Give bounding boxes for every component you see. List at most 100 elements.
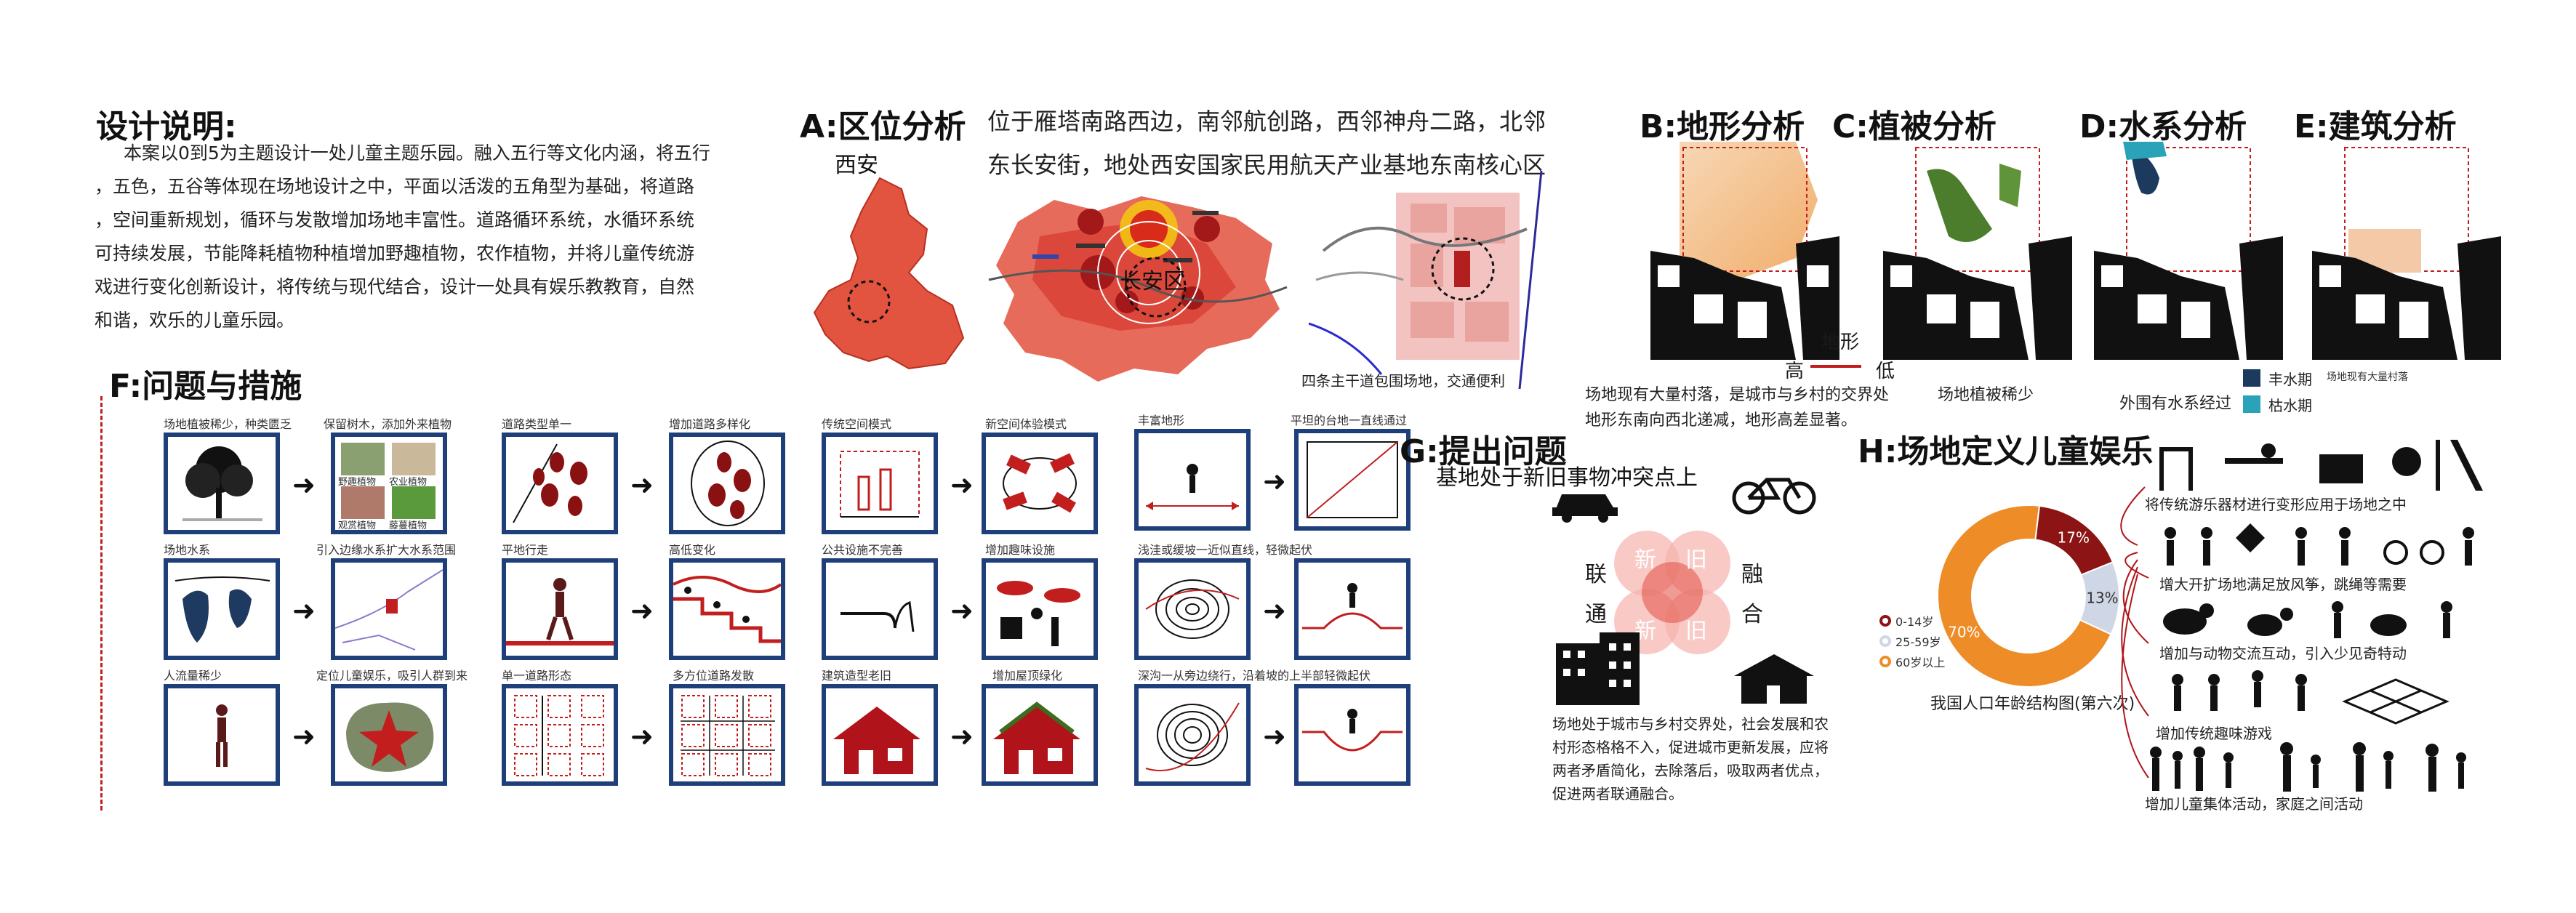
caption: 定位儿童娱乐，吸引人群到来 [316,669,468,683]
arrow: ➜ [630,720,654,752]
xian-label: 西安 [835,153,878,178]
children-note: 增加与动物交流互动，引入少见奇特动 [2159,645,2407,662]
plant-label: 藤蔓植物 [389,520,428,531]
caption: 公共设施不完善 [822,543,904,557]
arrow: ➜ [630,469,654,501]
merge-char: 融 [1741,562,1763,587]
design-description: 本案以0到5为主题设计一处儿童主题乐园。融入五行等文化内涵，将五行 ，五色，五谷… [95,137,771,337]
issue-line: 两者矛盾简化，去除落后，吸取两者优点， [1552,762,1829,779]
kite-icons [2164,523,2474,566]
measure-box-levels [669,558,785,660]
problem-box-roads [502,433,618,534]
city-map [988,196,1288,382]
measure-box-children-play [331,684,447,786]
building-icon [1556,632,1640,705]
legend-label: 60岁以上 [1895,656,1946,669]
caption: 场地植被稀少，种类匮乏 [164,417,292,431]
caption: 多方位道路发散 [673,669,755,683]
terrain-legend-low: 低 [1876,361,1895,382]
car-icon [1552,494,1618,523]
caption: 新空间体验模式 [985,417,1067,431]
bicycle-icon [1732,478,1816,515]
animal-icons [2163,601,2452,638]
terrain-caption-2: 地形东南向西北递减，地形高差显著。 [1585,411,1858,430]
measure-box-new-space [982,433,1098,534]
caption: 增加屋顶绿化 [992,669,1063,683]
caption: 场地水系 [164,543,211,557]
house-icon [1734,654,1814,704]
legend-item: 60岁以上 [1879,651,1945,672]
design-title: 设计说明: [96,108,237,145]
family-icons [2150,742,2466,792]
caption: 平地行走 [502,543,549,557]
terrain-legend-label: 地形 [1821,331,1860,353]
design-line: ，五色，五谷等体现在场地设计之中，平面以活泼的五角型为基础，将道路 [95,176,695,197]
game-icons [2172,670,2449,725]
legend-item: 0-14岁 [1879,611,1945,631]
building-caption: 场地现有大量村落 [2327,371,2408,383]
building-map [2312,142,2501,360]
new-label: 新 [1634,547,1656,573]
legend-swatch [1879,615,1891,627]
vegetation-caption: 场地植被稀少 [1938,386,2034,404]
location-desc-line2: 东长安街，地处西安国家民用航天产业基地东南核心区 [987,151,1546,179]
arrow: ➜ [950,720,974,752]
children-note: 增大开扩场地满足放风筝，跳绳等需要 [2159,576,2407,593]
caption: 人流量稀少 [164,669,222,683]
plant-label: 观赏植物 [338,520,377,531]
terrain-legend-arrow [1810,365,1861,368]
measure-box-water [331,558,447,660]
legend-label: 0-14岁 [1895,615,1934,629]
measure-box-fun-facilities [982,558,1098,660]
caption: 平坦的台地一直线通过 [1291,414,1408,427]
arrow: ➜ [630,595,654,627]
issue-line: 促进两者联通融合。 [1552,785,1683,803]
connect-char: 通 [1585,602,1607,627]
caption: 丰富地形 [1138,414,1185,427]
problems-title: F:问题与措施 [109,368,302,405]
legend-swatch [1879,635,1891,647]
vegetation-map [1883,142,2072,360]
children-title: H:场地定义儿童娱乐 [1858,433,2154,470]
children-note: 增加传统趣味游戏 [2156,725,2272,742]
water-caption: 外围有水系经过 [2119,395,2232,413]
problem-box-few-people [164,684,280,786]
pie-caption: 我国人口年龄结构图(第六次) [1930,695,2135,713]
location-desc-line1: 位于雁塔南路西边，南邻航创路，西邻神舟二路，北邻 [987,108,1546,135]
design-line: 戏进行变化创新设计，将传统与现代结合，设计一处具有娱乐教教育，自然 [95,276,695,297]
pie-slice-label: 70% [1948,623,1980,640]
terrain-legend-high: 高 [1785,361,1805,382]
merge-char: 合 [1741,602,1763,627]
caption: 传统空间模式 [822,417,892,431]
arrow: ➜ [1263,720,1286,752]
arrow: ➜ [292,469,316,501]
problem-box-sparse-plants [164,433,280,534]
water-low-label: 枯水期 [2268,397,2312,414]
new-old-diagram [1614,531,1730,654]
problem-box-single-road [502,684,618,786]
caption: 深沟一从旁边绕行，沿着坡的上半部轻微起伏 [1138,669,1371,683]
connect-char: 联 [1585,562,1607,587]
road-caption: 四条主干道包围场地，交通便利 [1301,372,1505,390]
children-note: 将传统游乐器材进行变形应用于场地之中 [2145,496,2407,513]
arrow: ➜ [292,720,316,752]
legend-label: 25-59岁 [1895,635,1941,649]
issue-subtitle: 基地处于新旧事物冲突点上 [1436,465,1698,491]
caption: 保留树木，添加外来植物 [324,417,452,431]
old-label: 旧 [1685,547,1707,573]
building-title: E:建筑分析 [2294,108,2457,145]
water-high-swatch [2243,369,2260,387]
measure-box-ditch [1294,684,1411,786]
problems-divider [100,396,103,811]
caption: 增加道路多样化 [669,417,751,431]
province-map [813,177,965,370]
legend-item: 25-59岁 [1879,631,1945,651]
design-line: 本案以0到5为主题设计一处儿童主题乐园。融入五行等文化内涵，将五行 [124,142,710,164]
old-label: 旧 [1685,619,1707,644]
issue-line: 村形态格格不入，促进城市更新发展，应将 [1552,739,1829,756]
issue-line: 场地处于城市与乡村交界处，社会发展和农 [1552,715,1829,733]
problem-box-terrain [1134,429,1251,531]
design-line: ，空间重新规划，循环与发散增加场地丰富性。道路循环系统，水循环系统 [95,209,695,230]
caption: 道路类型单一 [502,417,572,431]
plant-label: 野趣植物 [338,477,377,488]
